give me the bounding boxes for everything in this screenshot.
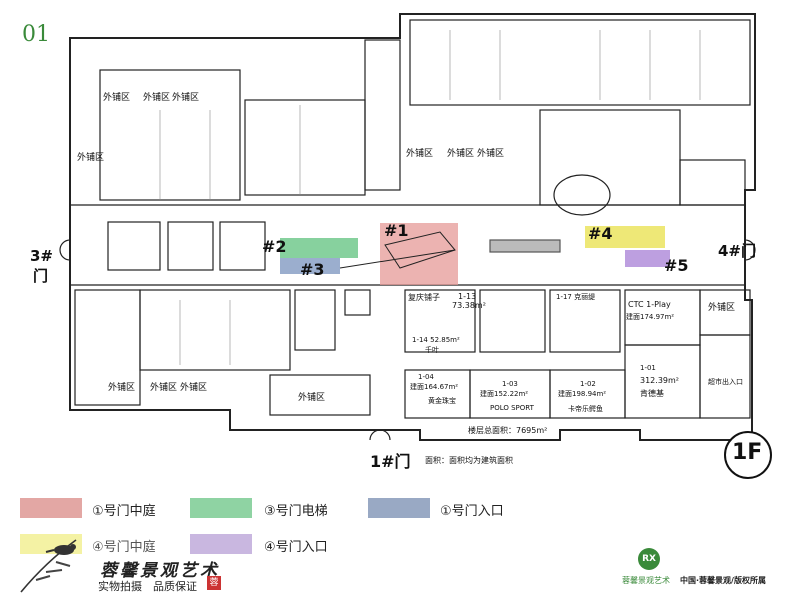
marker-5: #5 bbox=[664, 256, 689, 275]
top-right-block bbox=[409, 19, 751, 106]
shop-101-area: 312.39m² bbox=[640, 376, 679, 385]
area-note: 面积：面积均为建筑面积 bbox=[425, 456, 513, 465]
door-arc-left bbox=[59, 239, 71, 261]
plan-outer-wall bbox=[69, 13, 756, 441]
logo-caption: 蓉馨景观艺术 bbox=[622, 576, 670, 585]
rx-logo: RX bbox=[638, 548, 660, 570]
copyright-text: 中国·蓉馨景观/版权所属 bbox=[680, 576, 766, 585]
supermarket-box bbox=[699, 334, 751, 419]
grid-lines bbox=[159, 30, 701, 365]
floor-badge: 1F bbox=[732, 440, 763, 465]
shop-103-area: 建面152.22m² bbox=[480, 390, 529, 398]
door-1-label: 1#门 bbox=[370, 452, 411, 471]
floor-badge-circle bbox=[724, 431, 772, 479]
lower-block-2 bbox=[139, 289, 291, 371]
shop-103-name: POLO SPORT bbox=[490, 404, 534, 412]
corridor-stripe bbox=[489, 239, 561, 253]
kiosk-2 bbox=[167, 221, 214, 271]
outer-shop-label: 外铺区 bbox=[708, 303, 736, 313]
shop-mid-box bbox=[479, 289, 546, 353]
outer-shop-label: 外铺区 bbox=[143, 93, 171, 103]
shop-104-area: 建面164.67m² bbox=[410, 383, 459, 391]
shop-ctc-area: 建面174.97m² bbox=[626, 313, 675, 321]
shop-113-box bbox=[404, 289, 476, 353]
brand-slogan: 实物拍摄 品质保证 bbox=[98, 580, 197, 593]
atrium-ellipse bbox=[553, 174, 611, 216]
door-3-char: 门 bbox=[33, 267, 49, 285]
outer-shop-label: 外铺区 bbox=[77, 153, 105, 163]
kiosk-1 bbox=[107, 221, 161, 271]
shop-113: 1-13 bbox=[458, 292, 477, 301]
shop-qianye: 千叶 bbox=[425, 346, 439, 354]
total-area-note: 楼层总面积：7695m² bbox=[468, 426, 548, 435]
marker-1: #1 bbox=[384, 221, 409, 240]
mid-right-small bbox=[679, 159, 746, 206]
outer-shop-label: 外铺区 bbox=[172, 93, 200, 103]
bird-bamboo-painting bbox=[20, 539, 77, 593]
legend-label-2: ③号门电梯 bbox=[264, 504, 328, 519]
outer-shop-label: 外铺区 bbox=[447, 149, 475, 159]
shop-113-area: 73.38m² bbox=[452, 301, 486, 310]
shop-101-name: 肯德基 bbox=[640, 389, 664, 398]
lower-block-4 bbox=[344, 289, 371, 316]
legend-swatch-pink bbox=[20, 498, 82, 518]
shop-ctc: CTC 1-Play bbox=[628, 300, 671, 309]
lower-outer-shop bbox=[269, 374, 371, 416]
floor-plan-drawing bbox=[59, 13, 772, 479]
outer-shop-label: 外铺区 bbox=[103, 93, 131, 103]
shop-104-name: 黄金珠宝 bbox=[428, 397, 456, 405]
legend-swatch-green bbox=[190, 498, 252, 518]
zone-4-atrium-highlight bbox=[585, 226, 665, 248]
kiosk-3 bbox=[219, 221, 266, 271]
legend: ①号门中庭 ③号门电梯 ①号门入口 ④号门中庭 ④号门入口 蓉馨景观艺术 实物拍… bbox=[0, 488, 800, 600]
outer-shop-label: 外铺区 bbox=[298, 393, 326, 403]
shop-102-area: 建面198.94m² bbox=[558, 390, 607, 398]
marker-3: #3 bbox=[300, 260, 325, 279]
shop-102: 1-02 bbox=[580, 380, 596, 388]
legend-label-4: ④号门中庭 bbox=[92, 540, 156, 555]
legend-swatch-blue bbox=[368, 498, 430, 518]
legend-swatch-purple bbox=[190, 534, 252, 554]
shop-117-box bbox=[549, 289, 621, 353]
outer-shop-label: 外铺区 bbox=[406, 149, 434, 159]
page-number: 01 bbox=[22, 22, 50, 47]
brand-calligraphy: 蓉馨景观艺术 bbox=[100, 561, 220, 581]
upper-block-left bbox=[99, 69, 241, 201]
outer-shop-label: 外铺区 bbox=[180, 383, 208, 393]
shop-104-box bbox=[404, 369, 471, 419]
upper-hall bbox=[244, 99, 366, 196]
legend-label-1: ①号门中庭 bbox=[92, 504, 156, 519]
shop-101: 1-01 bbox=[640, 364, 656, 372]
door-4-label: 4#门 bbox=[718, 242, 757, 260]
supermarket-entrance: 超市出入口 bbox=[708, 378, 743, 386]
outer-shop-label: 外铺区 bbox=[477, 149, 505, 159]
shop-104: 1-04 bbox=[418, 373, 434, 381]
zone-1-atrium-highlight bbox=[380, 223, 458, 285]
door-arc-right bbox=[744, 239, 756, 261]
shop-117: 1-17 克丽缇 bbox=[556, 293, 596, 301]
rx-logo-letters: RX bbox=[642, 554, 656, 564]
shop-114: 1-14 52.85m² bbox=[412, 336, 460, 344]
floor-plan: #1 #2 #3 #4 #5 3# 门 4#门 1#门 外铺区 外铺区 外铺区 … bbox=[30, 13, 772, 479]
zone-5-entrance-highlight bbox=[625, 250, 670, 267]
marker-4: #4 bbox=[588, 224, 613, 243]
seal-text: 蓉 bbox=[209, 578, 219, 588]
lower-block-3 bbox=[294, 289, 336, 351]
door-arc-bottom bbox=[369, 429, 391, 441]
legend-label-3: ①号门入口 bbox=[440, 504, 504, 519]
zone-2-elevator-highlight bbox=[280, 238, 358, 258]
door-3-number: 3# bbox=[30, 247, 54, 265]
shop-102-name: 卡帝乐鳄鱼 bbox=[568, 405, 603, 413]
upper-block-right bbox=[364, 39, 401, 191]
shop-fuqing: 复庆铺子 bbox=[408, 293, 440, 302]
legend-label-5: ④号门入口 bbox=[264, 540, 328, 555]
zone-3-entrance-highlight bbox=[280, 258, 340, 274]
marker-2: #2 bbox=[262, 237, 287, 256]
outer-shop-label: 外铺区 bbox=[108, 383, 136, 393]
brand-seal: 蓉 bbox=[207, 576, 221, 590]
outer-shop-label: 外铺区 bbox=[150, 383, 178, 393]
shop-103: 1-03 bbox=[502, 380, 518, 388]
escalator-line bbox=[339, 249, 456, 269]
